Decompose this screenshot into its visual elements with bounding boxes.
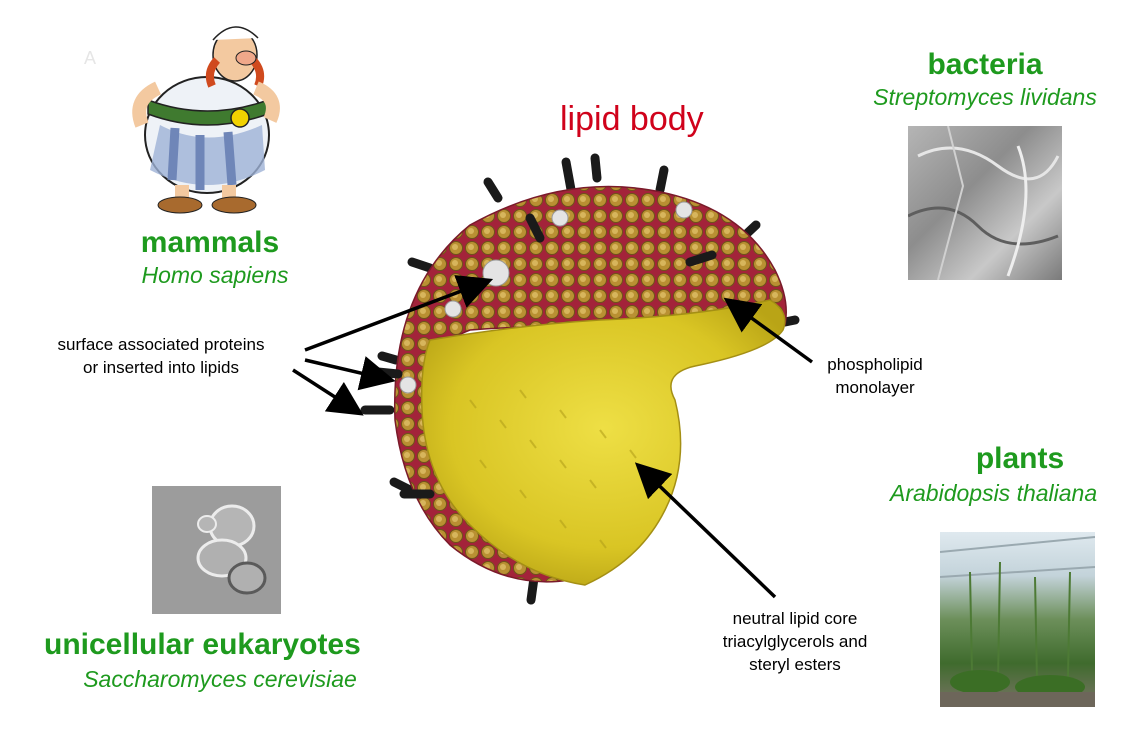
monolayer-label: phospholipid monolayer xyxy=(815,354,935,400)
monolayer-label-line-1: phospholipid xyxy=(815,354,935,377)
core-label-line-2: triacylglycerols and xyxy=(690,631,900,654)
core-label-line-3: steryl esters xyxy=(690,654,900,677)
proteins-label: surface associated proteins or inserted … xyxy=(16,334,306,380)
proteins-label-line-2: or inserted into lipids xyxy=(16,357,306,380)
monolayer-label-line-2: monolayer xyxy=(815,377,935,400)
proteins-label-line-1: surface associated proteins xyxy=(16,334,306,357)
core-label-line-1: neutral lipid core xyxy=(690,608,900,631)
core-label: neutral lipid core triacylglycerols and … xyxy=(690,608,900,677)
